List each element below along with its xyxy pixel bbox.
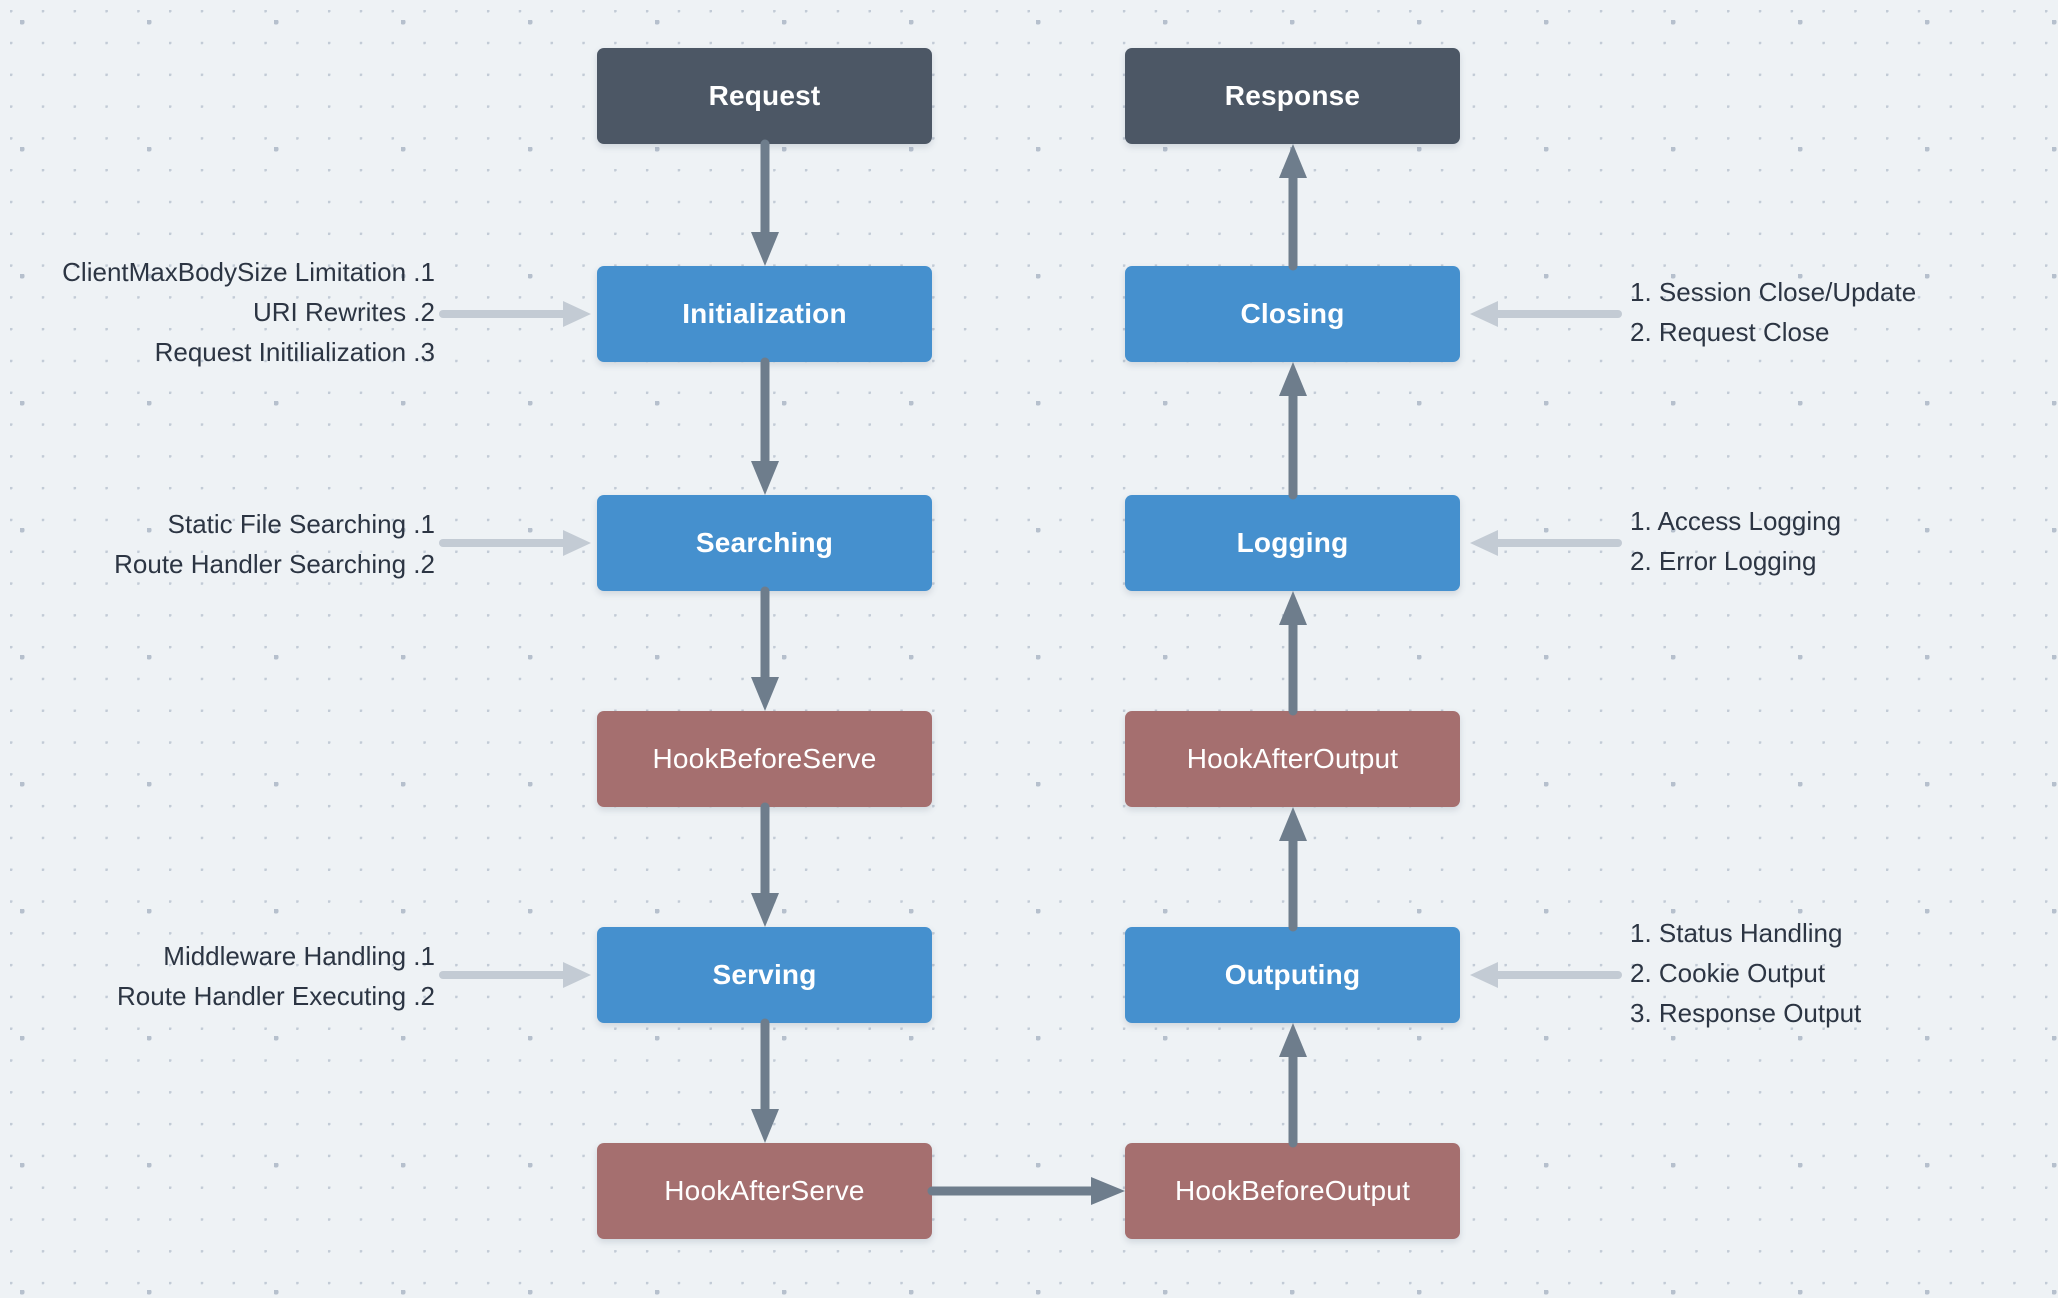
annotation-initialization-line-1: ClientMaxBodySize Limitation .1 xyxy=(62,257,435,287)
annotation-serving: Middleware Handling .1 Route Handler Exe… xyxy=(0,936,435,1016)
arrow-request-to-initialization xyxy=(750,139,780,266)
node-outputing-label: Outputing xyxy=(1224,959,1361,990)
annotation-closing-line-1: 1. Session Close/Update xyxy=(1630,277,1917,307)
node-serving[interactable]: Serving xyxy=(597,927,932,1023)
annotation-closing: 1. Session Close/Update 2. Request Close xyxy=(1630,272,2050,352)
node-closing[interactable]: Closing xyxy=(1125,266,1460,362)
annotation-closing-line-2: 2. Request Close xyxy=(1630,317,1830,347)
arrow-searching-to-hook-before-serve xyxy=(750,586,780,711)
annotation-searching-line-2: Route Handler Searching .2 xyxy=(114,549,435,579)
annotation-initialization-line-3: Request Initilialization .3 xyxy=(154,337,435,367)
annotation-outputing: 1. Status Handling 2. Cookie Output 3. R… xyxy=(1630,913,2050,1033)
annotation-logging-line-1: 1. Access Logging xyxy=(1630,506,1842,536)
arrow-logging-to-closing xyxy=(1278,362,1308,500)
annotation-searching: Static File Searching .1 Route Handler S… xyxy=(0,504,435,584)
node-hook-after-output-label: HookAfterOutput xyxy=(1186,743,1399,774)
node-hook-before-output-label: HookBeforeOutput xyxy=(1174,1175,1411,1206)
node-logging-label: Logging xyxy=(1236,527,1349,558)
node-hook-after-serve[interactable]: HookAfterServe xyxy=(597,1143,932,1239)
annotation-initialization-line-2: URI Rewrites .2 xyxy=(252,297,435,327)
node-hook-before-output[interactable]: HookBeforeOutput xyxy=(1125,1143,1460,1239)
node-initialization[interactable]: Initialization xyxy=(597,266,932,362)
annotation-outputing-line-2: 2. Cookie Output xyxy=(1630,958,1826,988)
node-outputing[interactable]: Outputing xyxy=(1125,927,1460,1023)
side-arrow-searching xyxy=(439,529,591,557)
annotation-searching-line-1: Static File Searching .1 xyxy=(167,509,435,539)
node-serving-label: Serving xyxy=(712,959,817,990)
node-request[interactable]: Request xyxy=(597,48,932,144)
arrow-hook-before-output-to-outputing xyxy=(1278,1023,1308,1148)
node-hook-after-serve-label: HookAfterServe xyxy=(664,1175,865,1206)
annotation-outputing-line-3: 3. Response Output xyxy=(1630,998,1862,1028)
arrow-closing-to-response xyxy=(1278,144,1308,271)
node-searching-label: Searching xyxy=(695,527,834,558)
annotation-outputing-line-1: 1. Status Handling xyxy=(1630,918,1843,948)
side-arrow-logging xyxy=(1470,529,1622,557)
annotation-serving-line-1: Middleware Handling .1 xyxy=(163,941,435,971)
node-hook-before-serve[interactable]: HookBeforeServe xyxy=(597,711,932,807)
node-response[interactable]: Response xyxy=(1125,48,1460,144)
annotation-serving-line-2: Route Handler Executing .2 xyxy=(117,981,435,1011)
node-initialization-label: Initialization xyxy=(682,298,847,329)
arrow-hook-after-output-to-logging xyxy=(1278,591,1308,716)
node-hook-before-serve-label: HookBeforeServe xyxy=(652,743,877,774)
node-response-label: Response xyxy=(1224,80,1361,111)
arrow-hook-before-serve-to-serving xyxy=(750,802,780,927)
node-closing-label: Closing xyxy=(1240,298,1345,329)
node-request-label: Request xyxy=(708,80,821,111)
node-logging[interactable]: Logging xyxy=(1125,495,1460,591)
side-arrow-closing xyxy=(1470,300,1622,328)
arrow-initialization-to-searching xyxy=(750,357,780,495)
arrow-outputing-to-hook-after-output xyxy=(1278,807,1308,932)
side-arrow-outputing xyxy=(1470,961,1622,989)
node-searching[interactable]: Searching xyxy=(597,495,932,591)
arrow-serving-to-hook-after-serve xyxy=(750,1018,780,1143)
annotation-logging-line-2: 2. Error Logging xyxy=(1630,546,1817,576)
annotation-initialization: ClientMaxBodySize Limitation .1 URI Rewr… xyxy=(0,252,435,372)
arrow-hook-after-serve-to-hook-before-output xyxy=(927,1176,1125,1206)
side-arrow-initialization xyxy=(439,300,591,328)
side-arrow-serving xyxy=(439,961,591,989)
annotation-logging: 1. Access Logging 2. Error Logging xyxy=(1630,501,2050,581)
node-hook-after-output[interactable]: HookAfterOutput xyxy=(1125,711,1460,807)
